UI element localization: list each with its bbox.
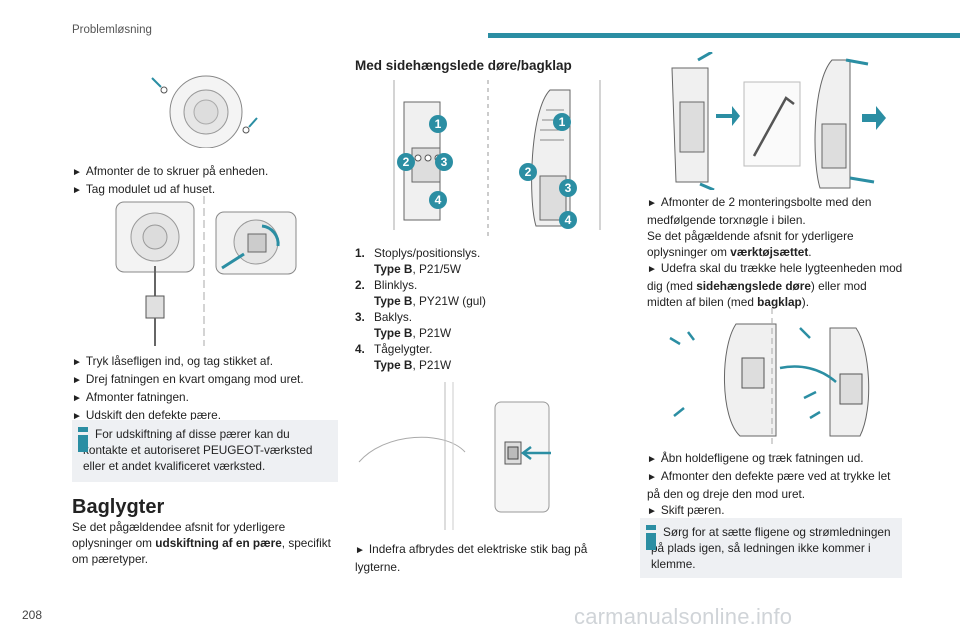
list-item: 4.Tågelygter.Type B, P21W [355,342,452,372]
watermark: carmanualsonline.info [574,604,793,629]
lamp-removal-steps: ►Afmonter de 2 monteringsbolte med den m… [647,194,905,310]
callout-number: 3 [441,155,448,169]
section-title: Problemløsning [72,24,152,36]
bulb-holder-release-illustration [669,308,870,444]
step-item: ►Udefra skal du trække hele lygteenheden… [647,261,903,309]
info-note: For udskiftning af disse pærer kan du ko… [72,420,338,482]
step-item: ►Afmonter fatningen. [72,390,189,404]
step-item: ►Tag modulet ud af huset. [72,182,216,196]
list-item: 1.Stoplys/positionslys.Type B, P21/5W [355,246,481,276]
callout-number: 2 [403,155,410,169]
mounting-bolts-illustration [671,52,886,190]
removal-steps: ►Afmonter de to skruer på enheden. ►Tag … [72,163,332,199]
warning-note: Sørg for at sætte fligene og strømlednin… [640,518,902,578]
list-item: 3.Baklys.Type B, P21W [355,310,452,340]
callout-number: 3 [565,181,572,195]
step-item: ►Åbn holdefligene og træk fatningen ud. [647,451,864,465]
step-item: ►Udskift den defekte pære. [72,408,221,422]
callout-1-left [429,115,447,133]
section-heading-rear-lights: Baglygter [72,496,165,518]
step-item: ►Indefra afbrydes det elektriske stik ba… [355,542,588,574]
step-item: ►Drej fatningen en kvart omgang mod uret… [72,372,304,386]
bulb-list: 1.Stoplys/positionslys.Type B, P21/5W 2.… [355,245,615,373]
step-item: ►Afmonter de 2 monteringsbolte med den m… [647,195,872,227]
callout-number: 1 [559,115,566,129]
step-item: ►Afmonter de to skruer på enheden. [72,164,269,178]
fog-lamp-screws-illustration [151,75,258,148]
callout-number: 2 [525,165,532,179]
step-item: Se det pågældende afsnit for yderligere … [647,229,854,259]
list-item: 2.Blinklys.Type B, PY21W (gul) [355,278,486,308]
step-item: ►Tryk låsefligen ind, og tag stikket af. [72,354,273,368]
info-icon [78,427,88,452]
disconnect-step: ►Indefra afbrydes det elektriske stik ba… [355,541,617,575]
subsection-heading: Med sidehængslede døre/bagklap [355,58,572,73]
bulb-holder-illustration [115,196,297,346]
info-icon [646,525,656,550]
socket-steps: ►Tryk låsefligen ind, og tag stikket af.… [72,353,342,425]
rear-lamp-bulb-locations-illustration: 1 2 3 4 1 2 3 4 [393,80,601,240]
callout-number: 4 [435,193,442,207]
callout-number: 1 [435,117,442,131]
rear-lights-intro: Se det pågældendee afsnit for yderligere… [72,520,331,566]
step-item: ►Skift pæren. [647,503,725,517]
header-accent-bar [488,33,960,38]
step-item: ►Afmonter den defekte pære ved at trykke… [647,469,891,501]
page-number: 208 [22,608,43,622]
connector-disconnect-illustration [358,382,551,530]
callout-number: 4 [565,213,572,227]
bulb-replace-steps: ►Åbn holdefligene og træk fatningen ud. … [647,450,905,520]
